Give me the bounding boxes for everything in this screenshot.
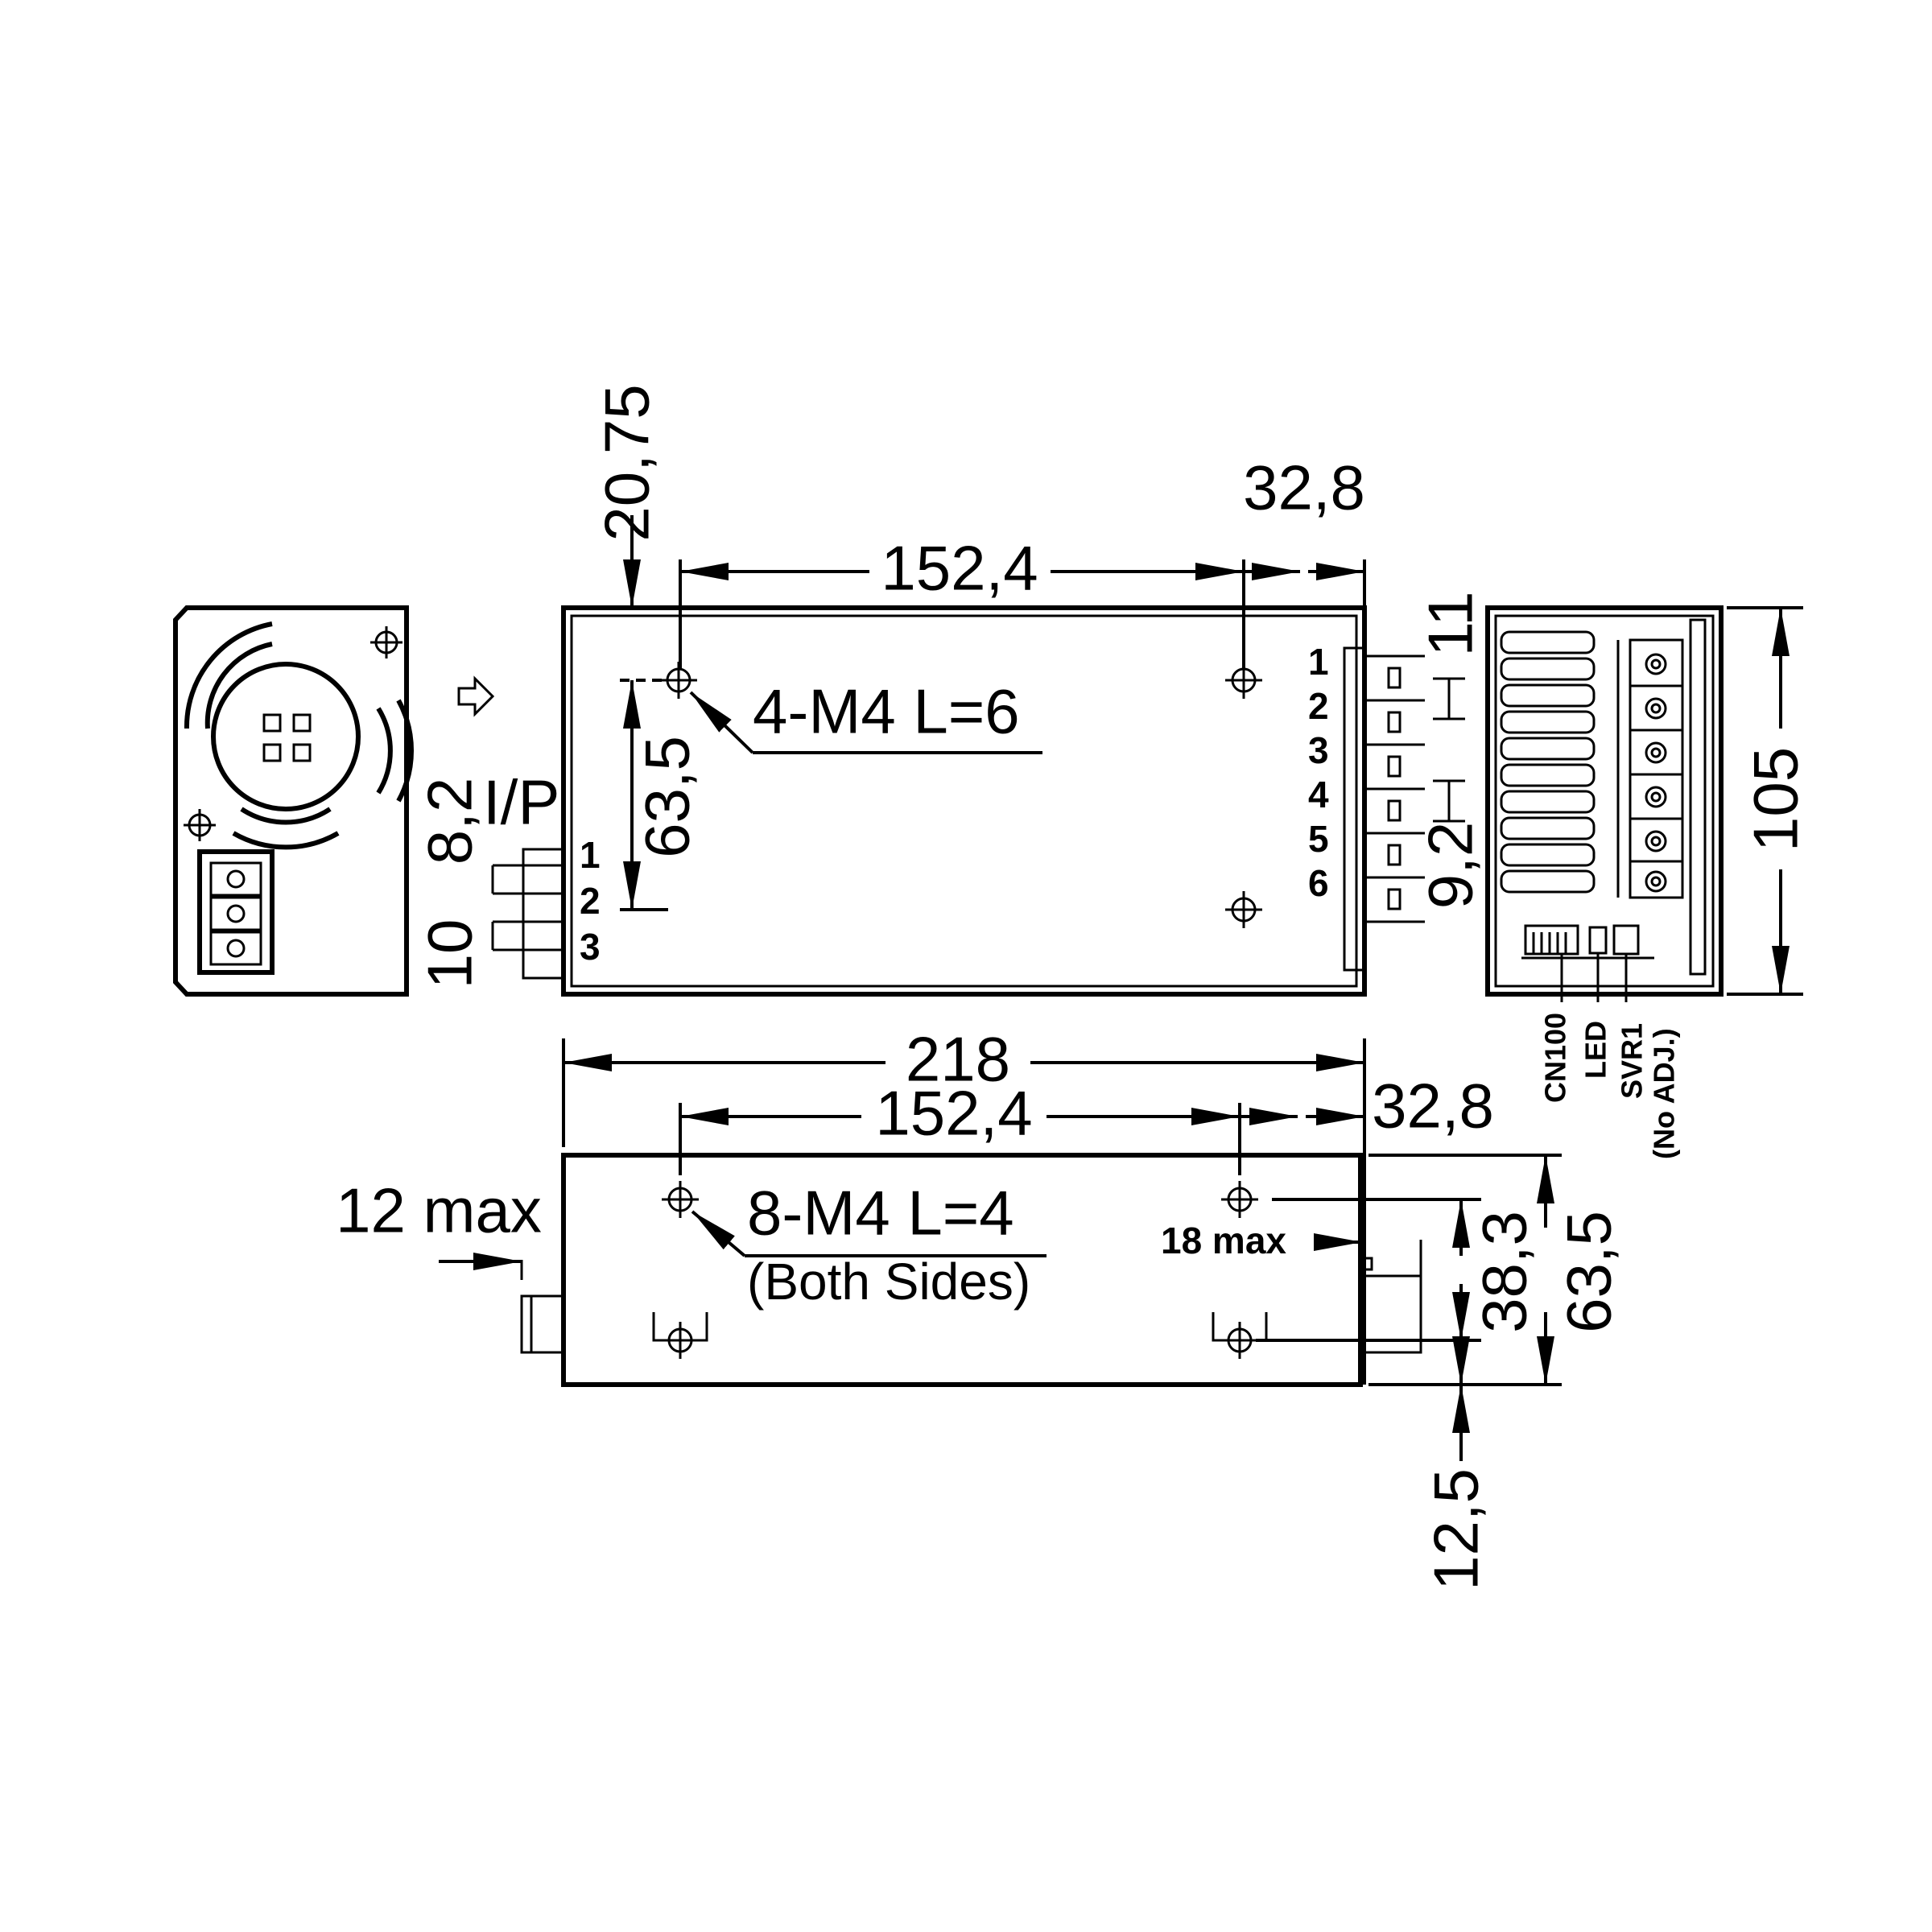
- dim-top-offset-label: 20,75: [592, 384, 663, 541]
- cn100-led-svr-icon: [1521, 924, 1654, 1002]
- top-view: 152,4 32,8 20,75 63,5 4-M4 L=6 I/P 8,2 1…: [415, 384, 1486, 997]
- output-connector-side-icon: [1360, 1240, 1422, 1354]
- output-pin-6: 6: [1308, 862, 1329, 904]
- cn100-label: CN100: [1539, 1013, 1572, 1103]
- input-connector-icon: [491, 848, 565, 980]
- bottom-mount-label: 8-M4 L=4: [747, 1178, 1014, 1249]
- front-fan-view: [173, 605, 495, 997]
- input-connector-side-icon: [520, 1260, 565, 1354]
- input-dim-b-label: 10: [415, 919, 485, 989]
- svr1-label: SVR1: [1616, 1023, 1649, 1099]
- output-pin-4: 4: [1308, 774, 1329, 815]
- screw-icon: [184, 626, 402, 841]
- output-dim-top-label: 11: [1415, 592, 1486, 657]
- dim-hole-vertical-label: 63,5: [632, 736, 703, 858]
- output-pin-3: 3: [1308, 729, 1329, 771]
- bottom-offset-label: 12,5: [1421, 1468, 1492, 1591]
- input-pin-1: 1: [580, 834, 601, 876]
- hole-spacing-label: 152,4: [875, 1078, 1032, 1149]
- dim-right-offset-label: 32,8: [1243, 452, 1365, 523]
- input-pin-3: 3: [580, 926, 601, 968]
- input-pin-2: 2: [580, 880, 601, 922]
- mount-spec-label: 4-M4 L=6: [753, 676, 1020, 747]
- dim-hole-spacing-label: 152,4: [881, 533, 1038, 604]
- heatsink-fins-icon: [1500, 630, 1596, 894]
- hole-height-label: 38,3: [1469, 1211, 1540, 1333]
- right-offset-label: 32,8: [1372, 1071, 1494, 1141]
- right-end-view: CN100 LED SVR1 (No ADJ.) 105: [1485, 605, 1811, 1159]
- no-adj-label: (No ADJ.): [1648, 1028, 1681, 1159]
- mount-hole-icon: [652, 1181, 1268, 1359]
- right-protrusion-label: 18 max: [1161, 1220, 1286, 1261]
- left-protrusion-label: 12 max: [336, 1175, 542, 1246]
- output-pin-1: 1: [1308, 641, 1329, 683]
- total-height-label: 63,5: [1554, 1211, 1624, 1333]
- height-dim-label: 105: [1740, 747, 1811, 852]
- terminal-block-icon: [1616, 618, 1707, 976]
- bottom-mount-sub-label: (Both Sides): [747, 1253, 1030, 1311]
- input-label: I/P: [483, 767, 559, 838]
- output-pin-5: 5: [1308, 818, 1329, 860]
- led-label: LED: [1579, 1021, 1612, 1079]
- overall-length-label: 218: [906, 1024, 1010, 1095]
- output-pin-2: 2: [1308, 685, 1329, 727]
- bottom-view: 218 152,4 32,8 8-M4 L=4 (Both Sides): [336, 1024, 1624, 1591]
- input-dim-a-label: 8,2: [415, 778, 485, 865]
- fan-icon: [184, 621, 415, 850]
- output-dim-pitch-label: 9,2: [1415, 822, 1486, 909]
- direction-arrow-icon: [457, 675, 495, 717]
- output-connector-icon: [1343, 646, 1465, 972]
- input-terminal-icon: [197, 849, 275, 975]
